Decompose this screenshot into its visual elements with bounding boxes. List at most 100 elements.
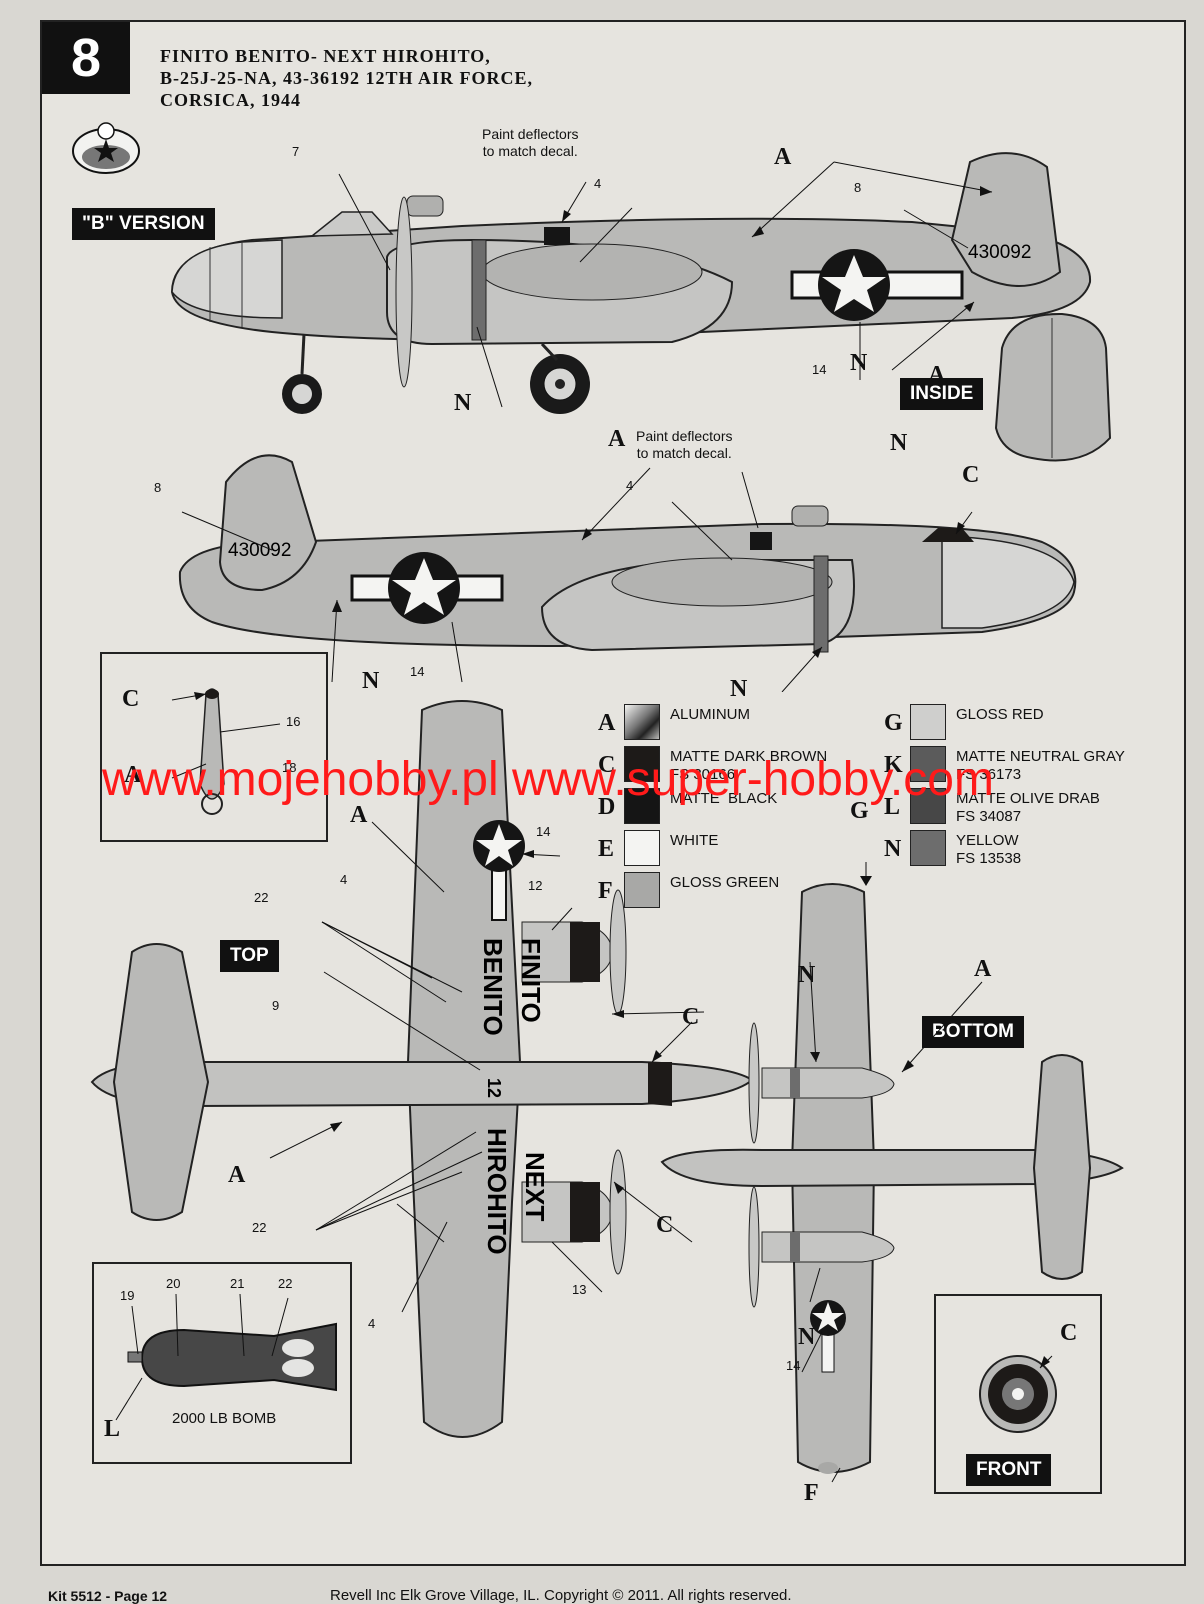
legend-label: GLOSS RED bbox=[956, 706, 1044, 723]
callout-15: 16 bbox=[286, 714, 301, 729]
callout-N: N bbox=[850, 350, 868, 376]
callout-22: 22 bbox=[254, 890, 269, 905]
title-line-2: B-25J-25-NA, 43-36192 12TH AIR FORCE, bbox=[160, 68, 533, 88]
svg-text:FINITO: FINITO bbox=[516, 938, 546, 1023]
legend-label: WHITE bbox=[670, 832, 719, 849]
bomb-label: 2000 LB BOMB bbox=[172, 1410, 277, 1427]
callout-19: 20 bbox=[166, 1276, 181, 1291]
callout-C: C bbox=[962, 462, 980, 488]
callout-21: 22 bbox=[278, 1276, 293, 1291]
top-tag: TOP bbox=[220, 940, 279, 972]
callout-4: 4 bbox=[340, 872, 348, 887]
callout-4: 4 bbox=[368, 1316, 376, 1331]
legend-letter: K bbox=[884, 752, 903, 778]
inside-tag: INSIDE bbox=[900, 378, 984, 410]
callout-N: N bbox=[730, 676, 748, 702]
legend-label: ALUMINUM bbox=[670, 706, 751, 723]
legend-letter: G bbox=[884, 710, 903, 736]
callout-N: N bbox=[798, 1324, 816, 1350]
legend-swatch bbox=[624, 704, 660, 740]
legend-swatch bbox=[910, 788, 946, 824]
svg-text:BENITO: BENITO bbox=[478, 938, 508, 1036]
legend-label: MATTE BLACK bbox=[670, 790, 778, 807]
legend-label: MATTE NEUTRAL GRAY FS 36173 bbox=[956, 748, 1125, 783]
callout-13: 13 bbox=[572, 1282, 587, 1297]
serial-side-top: 430092 bbox=[968, 242, 1031, 263]
callout-22: 22 bbox=[252, 1220, 267, 1235]
svg-text:HIROHITO: HIROHITO bbox=[482, 1128, 512, 1255]
legend-letter: N bbox=[884, 836, 902, 862]
callout-20: 21 bbox=[230, 1276, 245, 1291]
legend-swatch bbox=[624, 872, 660, 908]
legend-letter: L bbox=[884, 794, 901, 820]
callout-C: C bbox=[656, 1212, 674, 1238]
serial-side-bottom: 430092 bbox=[228, 540, 291, 561]
callout-14: 14 bbox=[812, 362, 827, 377]
callout-A: A bbox=[124, 762, 142, 788]
callout-F: F bbox=[804, 1480, 819, 1506]
front-inset: C FRONT bbox=[934, 1294, 1102, 1494]
legend-label: GLOSS GREEN bbox=[670, 874, 780, 891]
bomb-inset: 19 20 21 22 L 2000 LB BOMB bbox=[92, 1262, 352, 1464]
callout-4: 4 bbox=[626, 478, 634, 493]
callout-N: N bbox=[890, 430, 908, 456]
callout-N: N bbox=[798, 962, 816, 988]
front-tag: FRONT bbox=[966, 1454, 1052, 1486]
callout-L: L bbox=[104, 1416, 121, 1442]
bomb-top-view bbox=[171, 688, 281, 815]
legend-letter: F bbox=[598, 878, 613, 904]
instruction-page: 8 FINITO BENITO- NEXT HIROHITO, B-25J-25… bbox=[40, 20, 1186, 1604]
legend-swatch bbox=[624, 788, 660, 824]
callout-14: 14 bbox=[536, 824, 551, 839]
front-engine-view bbox=[979, 1355, 1057, 1433]
callout-C: C bbox=[682, 1004, 700, 1030]
callout-8: 8 bbox=[854, 180, 862, 195]
callout-14: 14 bbox=[786, 1358, 801, 1373]
bomb-tail-inset bbox=[100, 652, 328, 842]
callout-A: A bbox=[974, 956, 992, 982]
nose-art-next-hirohito: NEXT HIROHITO bbox=[482, 1128, 550, 1255]
bottom-view bbox=[660, 862, 1124, 1483]
svg-text:NEXT: NEXT bbox=[520, 1152, 550, 1221]
legend-swatch bbox=[910, 746, 946, 782]
title-line-3: CORSICA, 1944 bbox=[160, 90, 302, 110]
side-view-left: 430092 bbox=[170, 152, 1092, 414]
legend-label: MATTE DARK BROWN FS 30166 bbox=[670, 748, 828, 783]
legend-letter: A bbox=[598, 710, 616, 736]
callout-7: 7 bbox=[292, 144, 300, 159]
callout-18: 19 bbox=[120, 1288, 135, 1303]
callout-N: N bbox=[454, 390, 472, 416]
title-line-1: FINITO BENITO- NEXT HIROHITO, bbox=[160, 46, 491, 66]
callout-14: 14 bbox=[410, 664, 425, 679]
callout-9: 9 bbox=[272, 998, 280, 1013]
legend-swatch bbox=[910, 704, 946, 740]
callout-12: 12 bbox=[528, 878, 543, 893]
legend-letter: E bbox=[598, 836, 615, 862]
side-view-right: 430092 bbox=[178, 454, 1077, 692]
bomb-side-view bbox=[115, 1293, 337, 1421]
paint-deflectors-note: Paint deflectors to match decal. bbox=[482, 126, 579, 159]
paint-deflectors-note: Paint deflectors to match decal. bbox=[636, 428, 733, 461]
callout-4: 4 bbox=[594, 176, 602, 191]
legend-swatch bbox=[624, 830, 660, 866]
legend-letter: C bbox=[598, 752, 616, 778]
callout-A: A bbox=[228, 1162, 246, 1188]
footer-copyright: Revell Inc Elk Grove Village, IL. Copyri… bbox=[330, 1587, 792, 1604]
callout-C: C bbox=[1060, 1320, 1078, 1346]
legend-letter: D bbox=[598, 794, 616, 820]
callout-A: A bbox=[928, 362, 946, 388]
step-number: 8 bbox=[42, 22, 130, 94]
inside-fin-view bbox=[994, 312, 1112, 462]
callout-8: 8 bbox=[154, 480, 162, 495]
b-version-tag: "B" VERSION bbox=[72, 208, 215, 240]
legend-swatch bbox=[624, 746, 660, 782]
callout-G: G bbox=[850, 798, 869, 824]
callout-N: N bbox=[362, 668, 380, 694]
callout-A: A bbox=[774, 144, 792, 170]
top-view: FINITO BENITO NEXT HIROHITO 12 bbox=[90, 700, 754, 1438]
legend-swatch bbox=[910, 830, 946, 866]
legend-label: YELLOW FS 13538 bbox=[956, 832, 1022, 867]
aircraft-number: 12 bbox=[484, 1078, 504, 1098]
callout-16: 18 bbox=[282, 760, 297, 775]
callout-A: A bbox=[608, 426, 626, 452]
